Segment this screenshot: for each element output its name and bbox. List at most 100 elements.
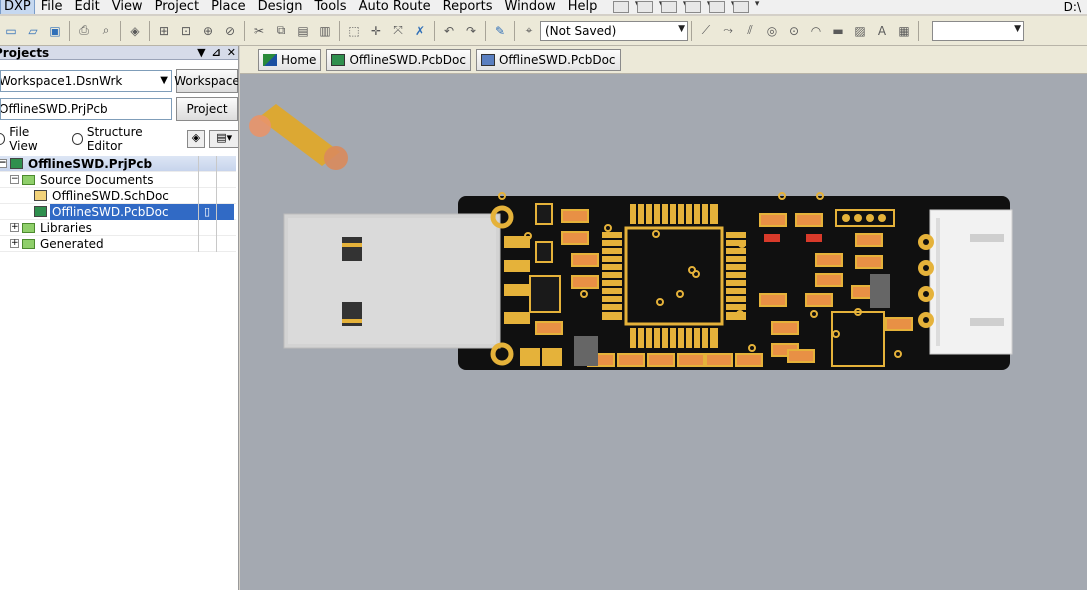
pcb-3d-view [249,104,1013,370]
route-multiple-icon[interactable]: ⫽ [747,23,753,37]
cut-icon[interactable]: ✂ [253,23,265,38]
redo-icon[interactable]: ↷ [465,23,477,38]
menu-dxp[interactable]: DXP [0,0,35,14]
layer-select[interactable]: ▼ [932,20,1024,41]
toolbar-separator [244,20,245,41]
clear-icon[interactable]: ✗ [414,23,426,38]
toolbar-separator [149,20,150,41]
zoom-fit-icon[interactable]: ⊞ [158,23,170,38]
tree-label-schdoc: OfflineSWD.SchDoc [52,189,169,203]
rubber-stamp-icon[interactable]: ▥ [319,23,331,38]
pencil-dropdown-icon[interactable] [613,0,639,13]
menu-reports[interactable]: Reports [442,0,493,14]
home-icon [263,53,277,66]
tab-pcbdoc-3d[interactable]: OfflineSWD.PcbDoc [475,48,621,71]
menu-view[interactable]: View [111,0,143,14]
toolbar-separator [339,20,340,41]
pcb-3d-canvas[interactable] [240,74,1087,590]
place-string-icon[interactable]: A [877,23,887,38]
project-button[interactable]: Project [176,97,238,121]
menu-help[interactable]: Help [567,0,598,14]
collapse-icon[interactable]: − [0,159,7,168]
tree-item-project[interactable]: − OfflineSWD.PrjPcb [0,156,236,172]
tree-item-libraries[interactable]: + Libraries [0,220,236,236]
path-readout: D:\ [1063,0,1081,14]
open-icon[interactable]: ▱ [28,23,38,38]
copy-icon[interactable]: ⧉ [276,23,286,37]
align-dropdown-icon[interactable] [637,0,663,13]
open-document-icon: ▯ [204,205,211,218]
menu-window[interactable]: Window [504,0,556,14]
menu-auto-route[interactable]: Auto Route [358,0,431,14]
tree-item-generated[interactable]: + Generated [0,236,236,252]
place-fill-icon[interactable]: ▬ [832,23,844,38]
menu-place[interactable]: Place [211,0,246,14]
collapse-icon[interactable]: − [10,174,19,184]
place-via-icon[interactable]: ◎ [766,23,778,38]
grid-dropdown-icon[interactable] [733,0,759,13]
print-icon[interactable]: ⎙ [79,23,89,37]
move-icon[interactable]: ✛ [370,23,382,38]
panel-menu-icon[interactable]: ▼ [197,46,206,59]
workspace-button[interactable]: Workspace [174,69,238,93]
project-options-icon[interactable]: ▤▾ [209,130,238,148]
place-array-icon[interactable]: ▦ [898,23,910,38]
toolbar-separator [691,20,692,41]
structure-editor-radio[interactable] [71,133,83,145]
file-view-radio[interactable] [0,133,6,145]
close-icon[interactable]: ✕ [226,46,236,59]
filter-dropdown-icon[interactable] [661,0,687,13]
undo-icon[interactable]: ↶ [443,23,455,38]
layers-3d-icon[interactable]: ◈ [130,23,140,38]
deselect-icon[interactable]: ⤧ [393,23,403,37]
place-dropdown-icon[interactable] [709,0,735,13]
open-folder-icon[interactable]: ▭ [5,23,17,38]
zoom-selected-icon[interactable]: ⊕ [202,23,214,38]
interactive-route-icon[interactable]: ⟋ [701,23,711,37]
tree-column-divider [216,156,217,252]
place-pad-icon[interactable]: ⊙ [788,23,800,38]
menu-file[interactable]: File [40,0,63,14]
toolbar-separator [69,20,70,41]
toolbar-separator [918,20,919,41]
paste-icon[interactable]: ▤ [297,23,309,38]
toolbar-separator [120,20,121,41]
expand-icon[interactable]: + [10,238,19,248]
browse-icon[interactable]: ⌖ [525,23,533,37]
folder-icon [22,175,35,185]
projects-panel: Projects ▼ ⊿ ✕ Workspace1.DsnWrk ▼ Works… [0,46,239,590]
tab-home[interactable]: Home [258,48,322,71]
save-icon[interactable]: ▣ [49,23,61,38]
pin-icon[interactable]: ⊿ [211,46,221,59]
compile-icon[interactable]: ◈ [186,130,206,148]
chevron-down-icon: ▼ [1014,23,1021,34]
menu-toolbar-icons [609,0,759,13]
view-state-select[interactable]: (Not Saved) ▼ [540,20,688,41]
project-field[interactable]: OfflineSWD.PrjPcb [0,98,172,120]
layer-dropdown-icon[interactable] [685,0,711,13]
tree-item-pcbdoc[interactable]: OfflineSWD.PcbDoc ▯ [0,204,236,220]
place-polygon-icon[interactable]: ▨ [854,23,866,38]
menu-edit[interactable]: Edit [74,0,100,14]
zoom-filter-icon[interactable]: ⊘ [224,23,236,38]
menu-design[interactable]: Design [257,0,303,14]
schematic-doc-icon [34,190,47,201]
highlight-icon[interactable]: ✎ [494,23,506,38]
project-tree: − OfflineSWD.PrjPcb − Source Documents O… [0,156,236,252]
menu-project[interactable]: Project [154,0,200,14]
menu-tools[interactable]: Tools [314,0,347,14]
tree-label-pcbdoc: OfflineSWD.PcbDoc [50,204,234,220]
tree-item-schdoc[interactable]: OfflineSWD.SchDoc [0,188,236,204]
print-preview-icon[interactable]: ⌕ [102,23,110,37]
place-arc-icon[interactable]: ◠ [810,23,822,38]
tree-item-source-documents[interactable]: − Source Documents [0,172,236,188]
menu-bar: DXP File Edit View Project Place Design … [0,0,1087,14]
pcb-doc-icon [34,206,47,217]
zoom-area-icon[interactable]: ⊡ [180,23,192,38]
expand-icon[interactable]: + [10,222,19,232]
tree-label-source-documents: Source Documents [40,173,154,187]
workspace-dropdown[interactable]: Workspace1.DsnWrk ▼ [0,70,172,92]
select-area-icon[interactable]: ⬚ [348,23,360,38]
route-diff-pair-icon[interactable]: ⤳ [723,23,733,37]
tab-pcbdoc-2d[interactable]: OfflineSWD.PcbDoc [326,48,471,71]
